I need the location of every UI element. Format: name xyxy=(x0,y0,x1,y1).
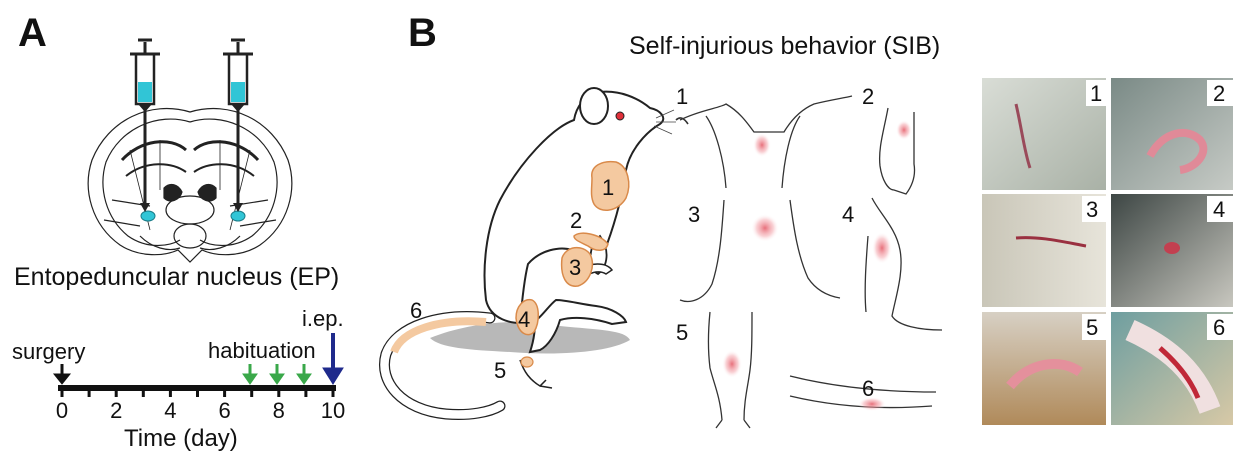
detail-number-4: 4 xyxy=(842,202,854,227)
detail-number-6: 6 xyxy=(862,376,874,401)
body-number-1: 1 xyxy=(602,175,614,200)
panel-b-title: Self-injurious behavior (SIB) xyxy=(629,32,940,60)
timeline-tick-labels: 0 2 4 6 8 10 xyxy=(56,398,345,423)
detail-forepaw xyxy=(880,108,915,194)
syringe-left-icon xyxy=(130,40,160,212)
body-number-6: 6 xyxy=(410,298,422,323)
timeline-tick-label: 6 xyxy=(218,398,230,423)
timeline-tick-label: 10 xyxy=(321,398,345,423)
surgery-arrow-icon xyxy=(54,364,70,384)
photo-number-1: 1 xyxy=(1090,81,1102,106)
ep-right-target xyxy=(231,211,245,221)
iep-arrow-icon xyxy=(323,333,343,384)
surgery-label: surgery xyxy=(12,339,85,364)
body-number-2: 2 xyxy=(570,208,582,233)
timeline-tick-label: 8 xyxy=(273,398,285,423)
timeline-axis-label: Time (day) xyxy=(124,425,238,452)
brain-section-diagram xyxy=(88,109,292,262)
detail-number-1: 1 xyxy=(676,84,688,109)
detail-number-3: 3 xyxy=(688,202,700,227)
detail-number-2: 2 xyxy=(862,84,874,109)
timeline-tick-label: 2 xyxy=(110,398,122,423)
photo-grid: 1 2 3 4 5 xyxy=(982,78,1233,425)
photo-number-3: 3 xyxy=(1086,197,1098,222)
habituation-arrow-icons xyxy=(243,364,311,384)
photo-number-2: 2 xyxy=(1213,81,1225,106)
panel-b-letter: B xyxy=(408,11,437,55)
photo-1: 1 xyxy=(982,78,1106,190)
syringe-right-icon xyxy=(223,40,253,212)
rat-ear xyxy=(580,88,608,124)
habituation-label: habituation xyxy=(208,338,316,363)
timeline-tick-label: 0 xyxy=(56,398,68,423)
detail-drawings xyxy=(676,96,942,428)
photo-3: 3 xyxy=(982,194,1106,307)
rat-eye xyxy=(616,112,624,120)
detail-hindlimb xyxy=(865,198,942,330)
detail-number-5: 5 xyxy=(676,320,688,345)
iep-label: i.ep. xyxy=(302,306,344,331)
brain-label: Entopeduncular nucleus (EP) xyxy=(14,263,339,291)
body-number-5: 5 xyxy=(494,358,506,383)
photo-6: 6 xyxy=(1111,312,1233,425)
ep-left-target xyxy=(141,211,155,221)
panel-a-letter: A xyxy=(18,11,47,55)
timeline-tick-label: 4 xyxy=(164,398,176,423)
photo-5: 5 xyxy=(982,312,1106,425)
photo-4: 4 xyxy=(1111,194,1233,307)
body-number-4: 4 xyxy=(518,307,530,332)
photo-number-4: 4 xyxy=(1213,197,1225,222)
photo-2: 2 xyxy=(1111,78,1233,190)
body-number-3: 3 xyxy=(569,255,581,280)
photo-number-6: 6 xyxy=(1213,315,1225,340)
timeline: 0 2 4 6 8 10 Time (day) surgery habituation i… xyxy=(12,306,345,452)
photo-number-5: 5 xyxy=(1086,315,1098,340)
